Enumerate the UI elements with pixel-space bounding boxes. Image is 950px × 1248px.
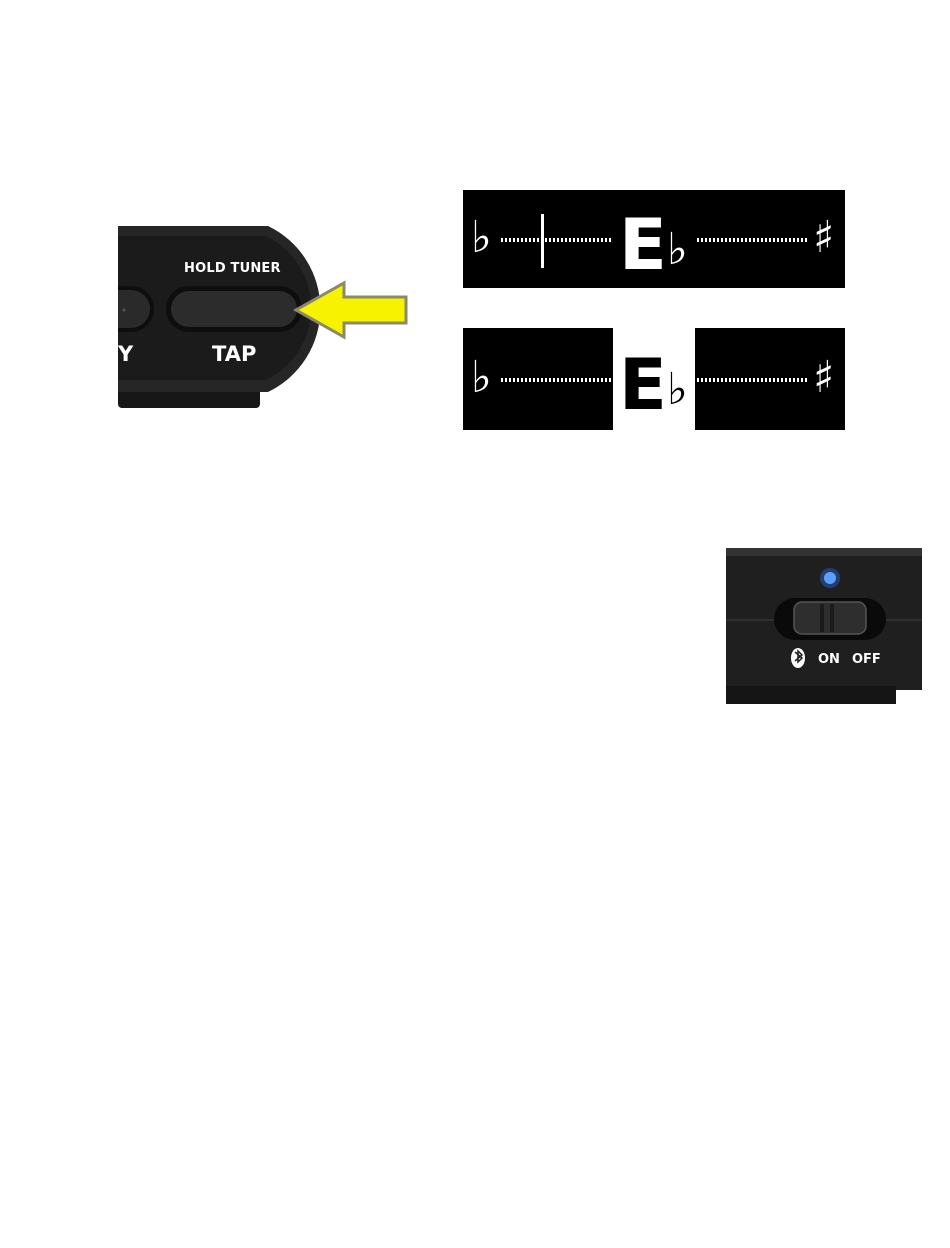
tuner-needle — [541, 214, 544, 268]
pointer-arrow-icon — [292, 280, 410, 340]
note-accidental: ♭ — [667, 228, 688, 272]
bluetooth-off-label: OFF — [852, 652, 881, 667]
tuner-display-flat: ♭ E ♭ ♯ — [463, 190, 845, 288]
partial-button-label: Y — [118, 342, 133, 366]
flat-icon: ♭ — [471, 216, 492, 260]
flat-icon: ♭ — [471, 356, 492, 400]
bluetooth-on-label: ON — [818, 652, 840, 667]
tap-button-label: TAP — [212, 342, 256, 366]
sharp-icon: ♯ — [813, 356, 834, 400]
sharp-icon: ♯ — [813, 216, 834, 260]
note-letter: E — [619, 350, 667, 420]
tuner-display-in-tune: ♭ E ♭ ♯ — [463, 328, 845, 430]
bluetooth-switch-panel: ON OFF — [726, 548, 922, 704]
bluetooth-switch-body — [726, 548, 922, 704]
hold-tuner-label: HOLD TUNER — [184, 261, 281, 276]
note-letter: E — [619, 210, 667, 280]
note-accidental: ♭ — [667, 368, 688, 412]
